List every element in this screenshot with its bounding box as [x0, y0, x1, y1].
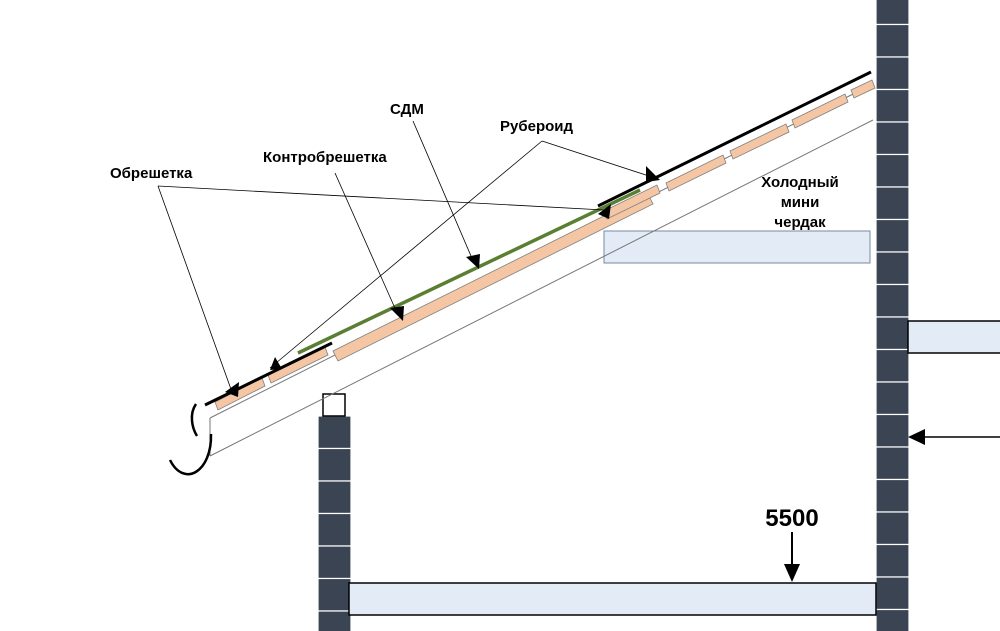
membrane-sdm — [297, 188, 641, 355]
ruberoid-left — [204, 341, 333, 407]
brick — [317, 447, 352, 482]
dimension-label: 5500 — [765, 505, 818, 532]
pillar-cap — [322, 393, 346, 417]
label-kontrobreshetka: Контробрешетка — [263, 149, 387, 166]
brick — [317, 610, 352, 631]
brick — [875, 251, 910, 286]
leader-lines — [157, 120, 656, 393]
counter-batten-board — [332, 193, 654, 362]
brick — [875, 316, 910, 351]
floor-slab — [348, 582, 877, 616]
brick — [317, 480, 352, 515]
brick — [317, 545, 352, 580]
counter-batten — [332, 193, 654, 362]
brick — [875, 283, 910, 318]
brick — [875, 478, 910, 513]
brick — [875, 608, 910, 631]
brick — [875, 381, 910, 416]
batten — [665, 154, 727, 192]
brick-wall-right — [875, 0, 910, 631]
gutter-icon — [168, 403, 213, 476]
brick — [875, 218, 910, 253]
brick — [875, 413, 910, 448]
brick — [875, 121, 910, 156]
ruberoid-right — [597, 70, 872, 208]
batten — [729, 123, 790, 160]
batten — [791, 93, 849, 129]
brick — [875, 153, 910, 188]
rafter-bottom-line — [209, 119, 874, 457]
attic-ceiling-panel — [603, 230, 871, 264]
brick — [317, 415, 352, 450]
brick — [875, 88, 910, 123]
brick — [875, 186, 910, 221]
brick-pillar-left — [317, 415, 352, 631]
label-obreshetka: Обрешетка — [110, 165, 193, 182]
brick — [875, 348, 910, 383]
brick — [875, 56, 910, 91]
label-cold-attic-1: Холодный — [761, 174, 839, 191]
slab-right — [907, 320, 1000, 354]
brick — [317, 512, 352, 547]
label-sdm: СДМ — [390, 101, 424, 118]
label-ruberoid: Рубероид — [500, 118, 574, 135]
brick — [875, 446, 910, 481]
brick — [317, 577, 352, 612]
label-cold-attic-3: чердак — [774, 214, 826, 231]
brick — [875, 0, 910, 26]
brick — [875, 576, 910, 611]
brick — [875, 511, 910, 546]
brick — [875, 23, 910, 58]
brick — [875, 543, 910, 578]
batten — [850, 79, 876, 99]
arrow-icon — [225, 166, 925, 582]
label-cold-attic-2: мини — [781, 194, 820, 211]
